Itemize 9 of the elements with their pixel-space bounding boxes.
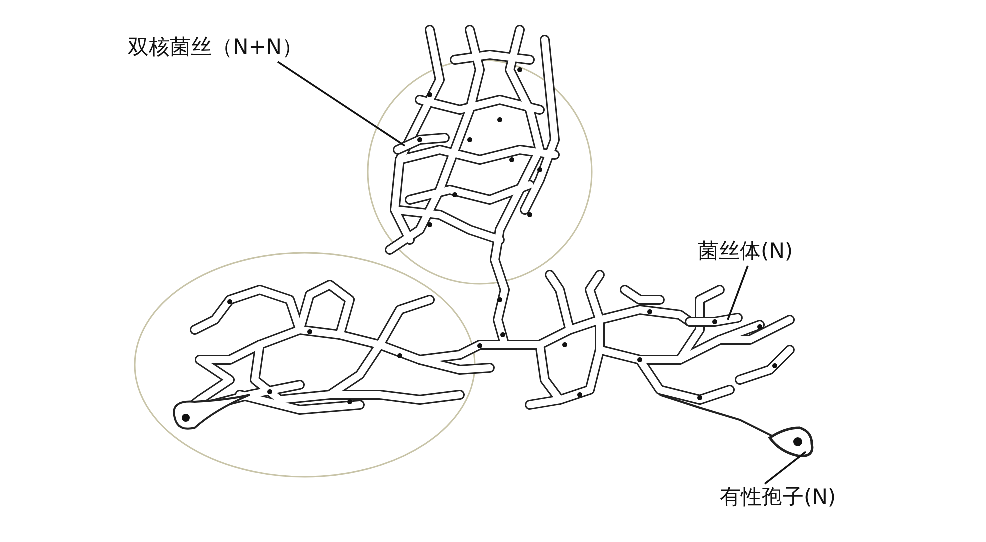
leader-line xyxy=(727,266,749,320)
leader-line xyxy=(278,61,406,147)
label-text: 有性孢子(N) xyxy=(720,485,836,509)
hypha-tip xyxy=(393,133,450,155)
leader-line xyxy=(764,451,807,485)
spore xyxy=(660,394,814,458)
hypha-tip xyxy=(685,313,743,327)
label-text: 双核菌丝（N+N） xyxy=(128,35,304,59)
label-text: 菌丝体(N) xyxy=(698,239,794,263)
